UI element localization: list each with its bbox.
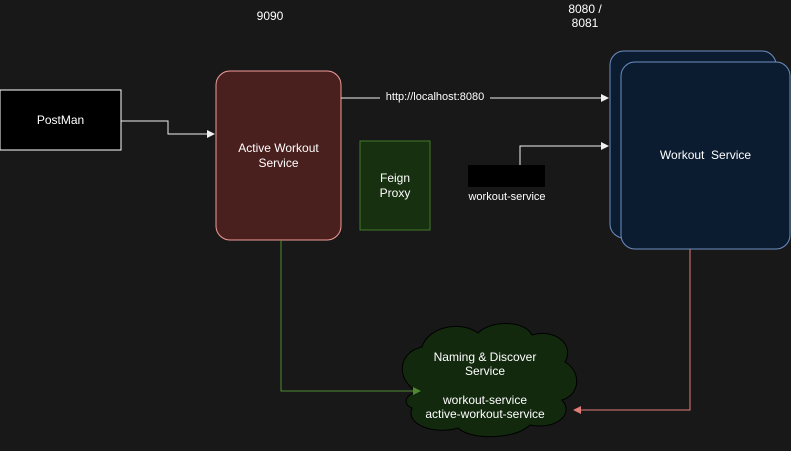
postman-box[interactable]: [0, 89, 122, 151]
discovery-entry-1: workout-service: [442, 393, 528, 407]
port-label-workout-line2: 8081: [571, 16, 599, 30]
postman-label: PostMan: [36, 112, 85, 127]
edge-feign-to-workout-service: [519, 142, 609, 165]
discovery-cloud[interactable]: [401, 323, 578, 438]
port-label-workout-line1: 8080 /: [568, 2, 602, 16]
feign-proxy-label-line2: Proxy: [379, 185, 411, 200]
feign-proxy-box[interactable]: [359, 140, 431, 231]
feign-proxy-label-line1: Feign: [379, 170, 411, 185]
workout-service-node[interactable]: Workout Service: [621, 62, 790, 249]
http-call-label: http://localhost:8080: [380, 90, 490, 104]
workout-service-box[interactable]: [620, 61, 791, 250]
postman-node[interactable]: PostMan: [0, 90, 121, 150]
edge-postman-to-active-workout: [121, 120, 215, 138]
feign-proxy-node[interactable]: Feign Proxy: [360, 141, 430, 230]
discovery-title-line1: Naming & Discover: [433, 350, 537, 364]
active-workout-service-box[interactable]: [215, 70, 342, 241]
discovery-title-line2: Service: [464, 364, 505, 378]
active-workout-label-line2: Service: [258, 155, 299, 170]
port-label-active-workout: 9090: [256, 9, 284, 23]
discovery-entry-2: active-workout-service: [425, 407, 545, 421]
workout-service-label: Workout Service: [659, 148, 752, 162]
edge-workout-service-to-discovery: [573, 249, 691, 414]
active-workout-service-node[interactable]: Active Workout Service: [216, 71, 341, 240]
edge-active-workout-to-discovery: [280, 240, 421, 395]
feign-call-label: workout-service: [462, 190, 552, 204]
active-workout-label-line1: Active Workout: [238, 140, 319, 155]
feign-edge-label-block: [468, 165, 545, 187]
